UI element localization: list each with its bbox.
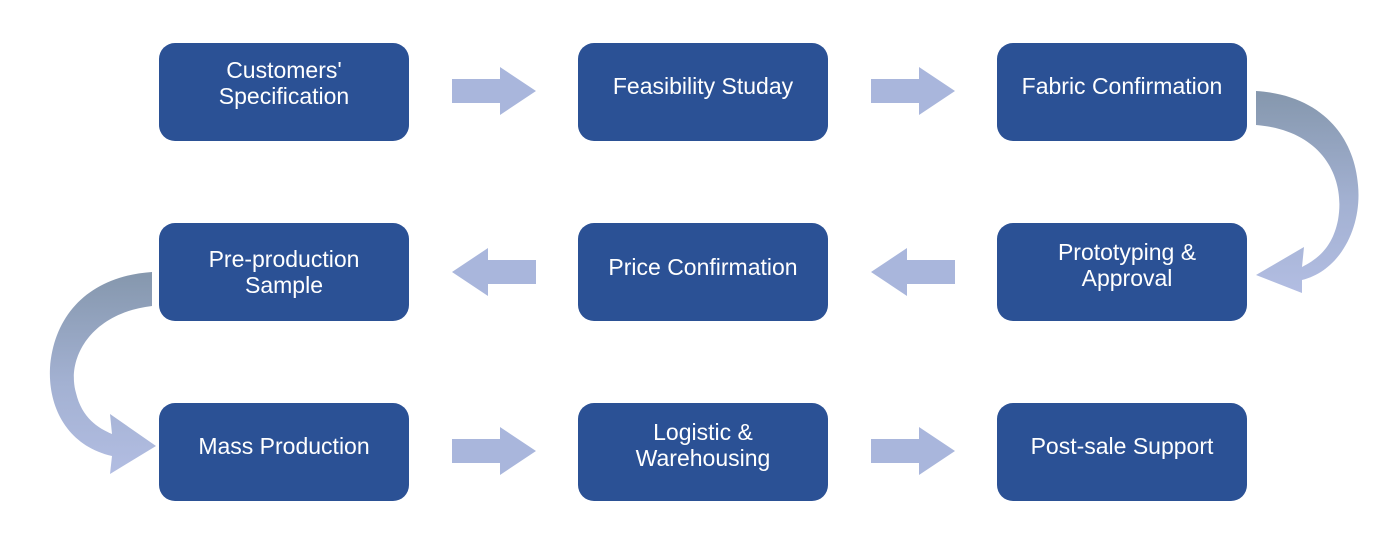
- step-label: Logistic & Warehousing: [635, 419, 771, 471]
- arrow-right-icon: [452, 427, 536, 475]
- step-label: Fabric Confirmation: [1021, 73, 1223, 99]
- step-feasibility-study: Feasibility Studay: [578, 43, 828, 141]
- curved-arrow-down-icon: [49, 272, 156, 474]
- arrow-right-icon: [871, 427, 955, 475]
- arrow-left-icon: [871, 248, 955, 296]
- step-customers-specification: Customers' Specification: [159, 43, 409, 141]
- step-label: Post-sale Support: [1030, 433, 1214, 459]
- arrow-right-icon: [452, 67, 536, 115]
- step-label: Customers' Specification: [218, 57, 350, 109]
- step-prototyping-approval: Prototyping & Approval: [997, 223, 1247, 321]
- step-pre-production-sample: Pre-production Sample: [159, 223, 409, 321]
- curved-arrow-down-icon: [1256, 91, 1359, 293]
- step-logistic-warehousing: Logistic & Warehousing: [578, 403, 828, 501]
- step-fabric-confirmation: Fabric Confirmation: [997, 43, 1247, 141]
- step-price-confirmation: Price Confirmation: [578, 223, 828, 321]
- step-label: Pre-production Sample: [208, 246, 360, 298]
- arrow-right-icon: [871, 67, 955, 115]
- step-label: Feasibility Studay: [612, 73, 794, 99]
- step-label: Mass Production: [198, 433, 370, 459]
- arrow-left-icon: [452, 248, 536, 296]
- step-post-sale-support: Post-sale Support: [997, 403, 1247, 501]
- step-mass-production: Mass Production: [159, 403, 409, 501]
- step-label: Prototyping & Approval: [1057, 239, 1197, 291]
- step-label: Price Confirmation: [608, 254, 798, 280]
